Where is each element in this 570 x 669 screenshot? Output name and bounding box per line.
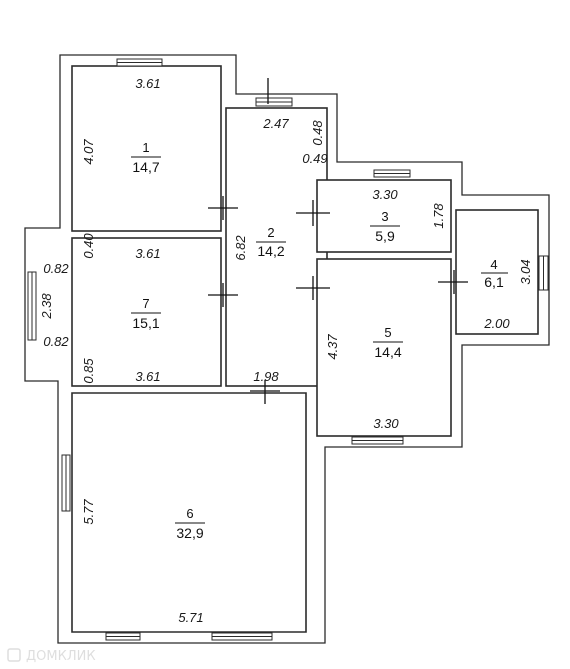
window: [538, 255, 549, 291]
dim-r1-top: 3.61: [135, 76, 160, 91]
dim-r7-top: 3.61: [135, 246, 160, 261]
watermark-logo: ДОМКЛИК: [7, 648, 96, 664]
door-marker: [438, 270, 468, 294]
dim-r2-right-b: 0.49: [302, 151, 327, 166]
dim-r7-gap-top: 0.40: [81, 233, 96, 259]
door-marker: [208, 283, 238, 307]
window: [211, 632, 273, 641]
dim-r2-top: 2.47: [262, 116, 289, 131]
dim-r7-win-mid: 2.38: [39, 293, 54, 320]
dim-r1-left: 4.07: [81, 139, 96, 165]
room-4-area: 6,1: [484, 274, 504, 290]
outer-wall: [24, 54, 550, 644]
window: [255, 97, 293, 107]
door-marker: [296, 276, 330, 300]
room-4[interactable]: [455, 209, 539, 335]
dim-r5-left: 4.37: [325, 334, 340, 360]
window: [351, 436, 404, 445]
door-marker: [208, 196, 238, 220]
dim-r2-bottom: 1.98: [253, 369, 279, 384]
room-3-number: 3: [381, 209, 388, 224]
room-2-area: 14,2: [257, 243, 284, 259]
dim-r7-gap-bottom: 0.85: [81, 358, 96, 384]
dim-r6-left: 5.77: [81, 499, 96, 525]
room-5-area: 14,4: [374, 344, 401, 360]
dim-r7-win-bottom: 0.82: [43, 334, 69, 349]
dim-r7-win-top: 0.82: [43, 261, 69, 276]
room-2[interactable]: [225, 107, 328, 387]
room-7-number: 7: [142, 296, 149, 311]
window: [61, 454, 71, 512]
window: [373, 169, 411, 178]
dim-r7-bottom: 3.61: [135, 369, 160, 384]
door-marker: [296, 200, 330, 226]
dim-r6-bottom: 5.71: [178, 610, 203, 625]
room-6[interactable]: [71, 392, 307, 633]
window: [105, 632, 141, 641]
dim-r2-left: 6.82: [233, 235, 248, 261]
room-7-area: 15,1: [132, 315, 159, 331]
dim-r3-right: 1.78: [431, 203, 446, 229]
window: [116, 58, 163, 67]
window: [27, 271, 37, 341]
room-5[interactable]: [316, 258, 452, 437]
door-marker: [250, 380, 280, 404]
room-5-number: 5: [384, 325, 391, 340]
dim-r5-bottom: 3.30: [373, 416, 399, 431]
room-6-number: 6: [186, 506, 193, 521]
room-6-area: 32,9: [176, 525, 203, 541]
dim-r4-bottom: 2.00: [483, 316, 510, 331]
room-3[interactable]: [316, 179, 452, 253]
dim-r3-top: 3.30: [372, 187, 398, 202]
room-7[interactable]: [71, 237, 222, 387]
room-1[interactable]: [71, 65, 222, 232]
room-4-number: 4: [490, 257, 497, 272]
room-1-area: 14,7: [132, 159, 159, 175]
room-3-area: 5,9: [375, 228, 395, 244]
room-1-number: 1: [142, 140, 149, 155]
dim-r4-right: 3.04: [518, 259, 533, 284]
svg-text:ДОМКЛИК: ДОМКЛИК: [26, 649, 96, 664]
room-2-number: 2: [267, 225, 274, 240]
dim-r2-right-a: 0.48: [310, 120, 325, 146]
